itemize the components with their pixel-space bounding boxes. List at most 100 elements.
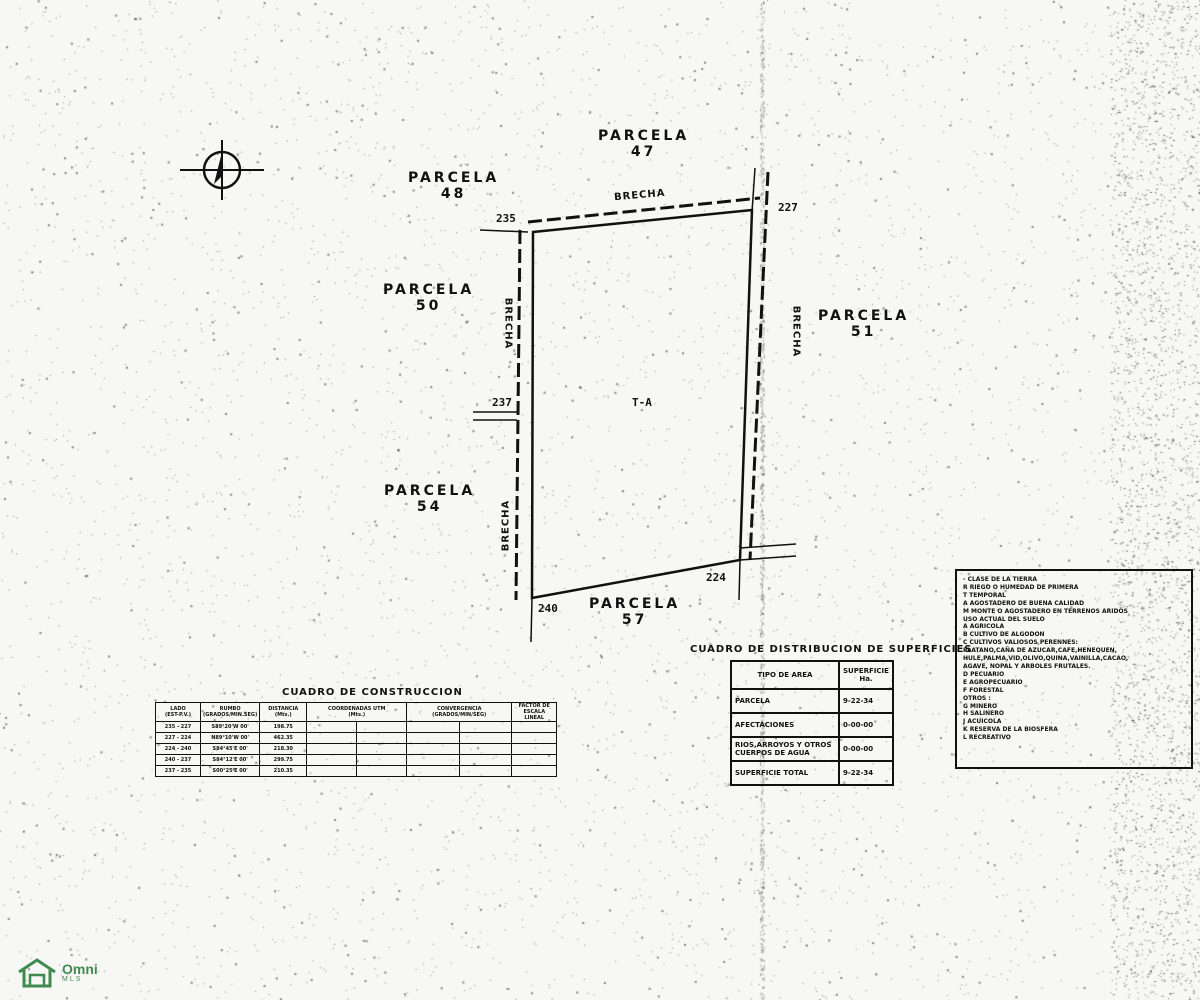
brecha-label-right: BRECHA [790,305,802,358]
legend-line: J ACUICOLA [963,718,1002,726]
header-coordenadas: COORDENADAS UTM(Mts.) [306,702,408,722]
land-use-legend: - CLASE DE LA TIERRA R RIEGO O HUMEDAD D… [955,569,1193,769]
header-distancia: DISTANCIA(Mts.) [259,702,308,722]
legend-line: USO ACTUAL DEL SUELO [963,615,1045,623]
vertex-label-235: 235 [496,212,516,225]
cell-tipo: AFECTACIONES [730,712,840,738]
cell-empty [406,765,460,777]
cell-empty [306,721,358,733]
cell-empty [511,732,558,744]
logo-name: Omni [62,961,98,977]
logo-sub: MLS [62,976,83,983]
cell-empty [458,721,513,733]
vertex-label-240: 240 [538,602,558,615]
legend-line: K RESERVA DE LA BIOSFERA [963,726,1058,734]
legend-line: T TEMPORAL [963,591,1006,599]
cell-distancia: 218.30 [259,743,308,755]
cell-empty [511,754,558,766]
legend-line: G MINERO [963,702,998,710]
cell-distancia: 299.75 [259,754,308,766]
vertex-ticks [473,167,797,643]
legend-line: E AGROPECUARIO [963,678,1023,686]
cell-distancia: 198.75 [259,721,308,733]
brecha-label-left-lower: BRECHA [500,499,512,552]
cell-empty [306,743,358,755]
header-tipo-area: TIPO DE AREA [730,660,840,690]
header-lado: LADO(EST-P.V.) [155,702,201,722]
legend-line: H SALINERO [963,710,1004,718]
legend-line: L RECREATIVO [963,734,1011,742]
cell-empty [406,732,460,744]
cell-empty [458,754,513,766]
cell-empty [458,732,513,744]
cell-empty [306,732,358,744]
cell-rumbo: S84°12'E 00' [199,754,261,766]
legend-line: M MONTE O AGOSTADERO EN TERRENOS ARIDOS [963,607,1128,615]
area-label: T-A [632,396,652,409]
legend-line: AGAVE, NOPAL Y ARBOLES FRUTALES. [963,662,1091,670]
cell-lado: 227 - 224 [155,732,201,744]
cell-empty [458,743,513,755]
omni-house-icon [18,958,56,988]
header-convergencia: CONVERGENCIA(GRADOS/MIN/SEG) [406,702,513,722]
legend-line: F FORESTAL [963,686,1004,694]
legend-line: D PECUARIO [963,670,1005,678]
cell-empty [406,743,460,755]
construction-table-title: CUADRO DE CONSTRUCCION [282,687,463,698]
cell-rumbo: S89°20'W 00' [199,721,261,733]
vertex-label-237: 237 [492,396,512,409]
legend-line: A AGRICOLA [963,623,1005,631]
brecha-lines [514,171,770,601]
cell-empty [511,765,558,777]
cell-superficie: 0-00-00 [838,736,894,762]
cell-rumbo: S00°25'E 00' [199,765,261,777]
north-arrow-icon [180,140,264,200]
cell-distancia: 462.35 [259,732,308,744]
cell-rumbo: N89°10'W 00' [199,732,261,744]
omni-mls-logo: Omni MLS [16,957,98,989]
vertex-label-227: 227 [778,201,798,214]
legend-line: A AGOSTADERO DE BUENA CALIDAD [963,599,1085,607]
cell-empty [511,743,558,755]
cell-empty [306,754,358,766]
legend-line: OTROS : [963,694,991,702]
legend-line: B CULTIVO DE ALGODON [963,631,1045,639]
legend-line: C CULTIVOS VALIOSOS PERENNES: [963,639,1078,647]
construction-table: LADO(EST-P.V.) RUMBO(GRADOS/MIN.SEG) DIS… [155,702,558,777]
cell-empty [511,721,558,733]
cell-distancia: 210.35 [259,765,308,777]
cell-lado: 237 - 235 [155,765,201,777]
legend-line: R RIEGO O HUMEDAD DE PRIMERA [963,583,1079,591]
brecha-label-left-upper: BRECHA [502,297,514,350]
header-rumbo: RUMBO(GRADOS/MIN.SEG) [199,702,261,722]
legend-line: - CLASE DE LA TIERRA [963,576,1037,583]
cell-empty [406,754,460,766]
cell-superficie: 9-22-34 [838,688,894,714]
cell-empty [406,721,460,733]
cell-tipo: SUPERFICIE TOTAL [730,760,840,786]
cell-lado: 240 - 237 [155,754,201,766]
cell-superficie: 0-00-00 [838,712,894,738]
distribution-table-title: CUADRO DE DISTRIBUCION DE SUPERFICIES [690,644,973,655]
cell-superficie: 9-22-34 [838,760,894,786]
cell-empty [458,765,513,777]
cell-empty [356,765,408,777]
